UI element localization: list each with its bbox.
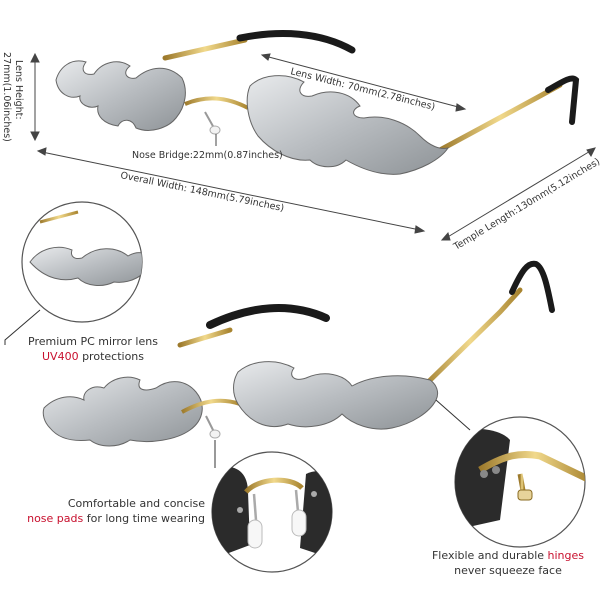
lens-height-label-1: Lens Height:: [13, 60, 24, 120]
top-glasses: [55, 30, 580, 175]
top-right-lens: [246, 75, 450, 175]
hinge-feature-caption: Flexible and durable hinges never squeez…: [420, 548, 596, 578]
hinge-pointer-line: [435, 399, 471, 431]
nose-pads-highlight: nose pads: [27, 512, 84, 525]
top-left-temple: [162, 37, 248, 61]
top-right-temple: [437, 82, 563, 153]
bottom-right-temple: [417, 287, 523, 393]
overall-width-label: Overall Width: 148mm(5.79inches): [119, 170, 285, 214]
nose-pad-zoom-circle: [211, 451, 333, 573]
bottom-left-temple-tip: [206, 304, 330, 329]
bottom-nose-bridge: [181, 398, 241, 414]
hinge-zoom-circle: [454, 416, 586, 548]
top-nose-bridge: [184, 96, 249, 110]
bottom-left-temple: [177, 327, 233, 348]
temple-length-label: Temple Length:130mm(5.12inches): [451, 156, 600, 253]
nose-feature-caption: Comfortable and concise nose pads for lo…: [10, 496, 205, 526]
uv400-highlight: UV400: [42, 350, 79, 363]
lens-feature-line1: Premium PC mirror lens: [28, 335, 158, 348]
lens-feature-caption: Premium PC mirror lens UV400 protections: [8, 334, 178, 364]
hinges-highlight: hinges: [547, 549, 585, 562]
bottom-right-lens: [233, 361, 439, 430]
bottom-glasses: [42, 260, 555, 447]
lens-zoom-circle: [21, 201, 143, 323]
dimension-lines: [30, 52, 596, 241]
nose-feature-line1: Comfortable and concise: [67, 497, 205, 510]
nose-bridge-label: Nose Bridge:22mm(0.87inches): [132, 150, 283, 161]
lens-height-label-2: 27mm(1.06inches): [1, 52, 12, 142]
top-left-temple-tip: [236, 30, 356, 54]
hinge-feature-line2: never squeeze face: [454, 564, 562, 577]
top-right-temple-tip: [545, 75, 580, 125]
bottom-left-lens: [42, 376, 203, 447]
top-left-lens: [55, 60, 186, 131]
lens-pointer-line: [4, 309, 41, 345]
bottom-right-temple-tip: [509, 260, 555, 313]
